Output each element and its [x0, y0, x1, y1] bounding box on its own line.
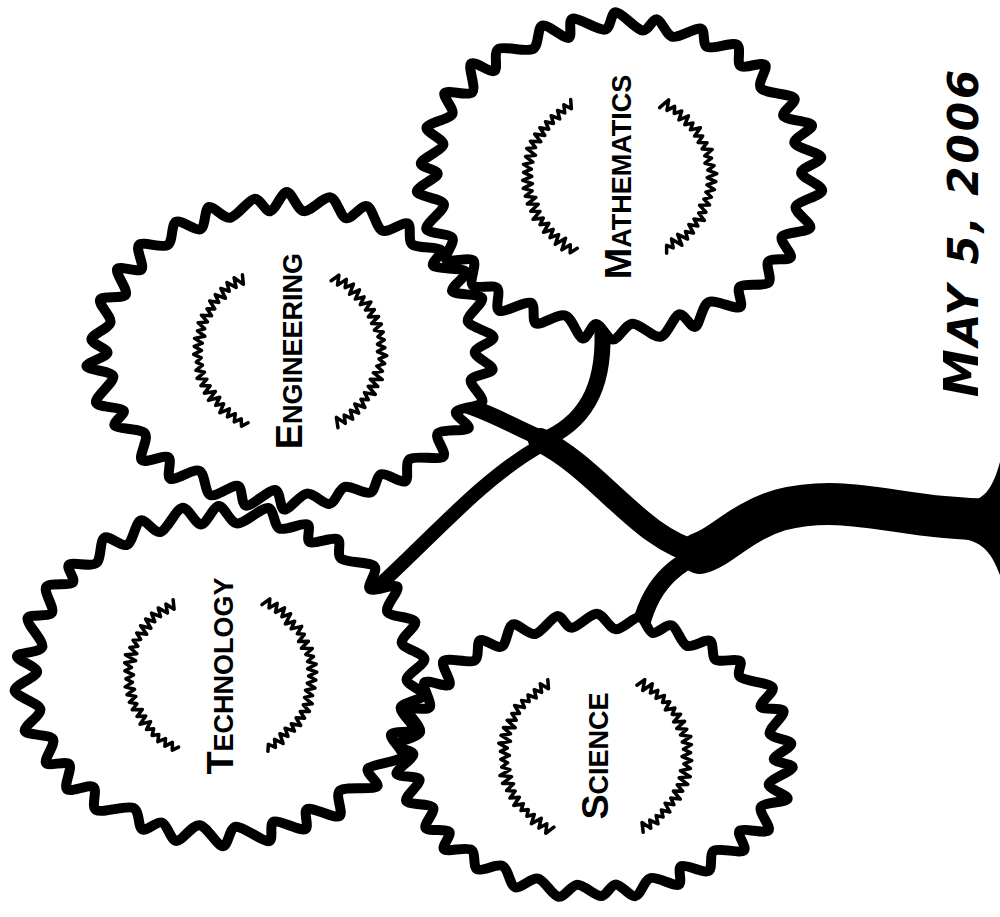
- tree-trunk: [700, 504, 1000, 553]
- leaf-outline: [15, 506, 425, 846]
- leaf-word: TECHNOLOGY: [200, 572, 242, 779]
- scribble-ring: [523, 100, 578, 253]
- leaf-node: SCIENCE: [388, 606, 803, 906]
- leaf-node: MATHEMATICS: [410, 6, 828, 348]
- tree-branch: [540, 440, 700, 553]
- leaf-node: TECHNOLOGY: [8, 498, 433, 853]
- tree-branch: [548, 322, 603, 438]
- leaf-outline: [395, 614, 792, 897]
- leaf-word: MATHEMATICS: [598, 70, 640, 284]
- trunk-flare: [960, 462, 1000, 575]
- scribble-ring: [660, 100, 717, 253]
- scribble-ring: [637, 680, 692, 833]
- leaf-word: SCIENCE: [575, 687, 617, 824]
- scribble-ring: [194, 275, 248, 426]
- leaf-word: ENGINEERING: [269, 248, 311, 454]
- scribble-ring: [125, 600, 179, 750]
- scribble-ring: [499, 680, 554, 834]
- scribble-ring: [262, 599, 317, 751]
- date-label: MAY 5, 2006: [935, 67, 988, 397]
- leaf-outline: [86, 192, 493, 510]
- leaf-outline: [417, 12, 822, 339]
- scribble-ring: [331, 275, 387, 428]
